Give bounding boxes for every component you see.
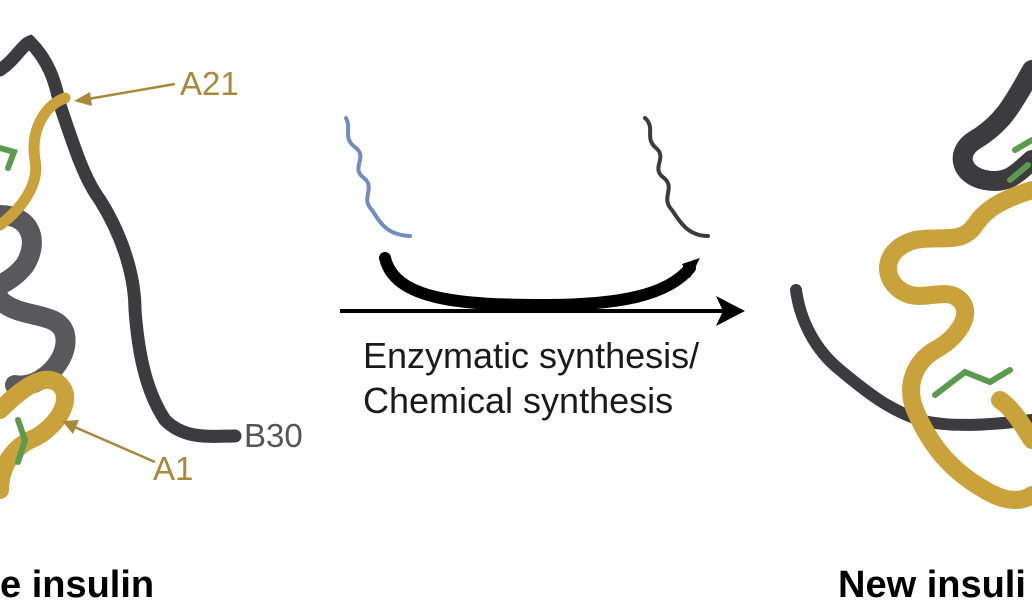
left-disulfide-bond	[15, 417, 29, 465]
right-insulin-structure: New insuli	[790, 60, 1032, 606]
right-a-chain	[879, 181, 1032, 509]
left-insulin-structure: A21 A1 B30 e insulin	[0, 34, 303, 606]
a21-pointer	[81, 82, 176, 102]
right-disulfide-bond	[1012, 137, 1032, 153]
right-a-chain-loop	[991, 391, 1032, 449]
left-disulfide-bond	[0, 145, 18, 171]
right-disulfide-bond	[1007, 162, 1031, 183]
label-b30: B30	[244, 417, 303, 454]
method-label-line2: Chemical synthesis	[363, 380, 673, 421]
left-a-chain	[0, 92, 71, 231]
right-b-chain-tail	[790, 284, 1032, 431]
left-a-chain-helix	[0, 370, 75, 499]
peptide-fragment-gray	[643, 116, 710, 238]
curved-arrow	[379, 252, 696, 312]
method-label-line1: Enzymatic synthesis/	[363, 335, 699, 376]
left-b-chain	[0, 34, 242, 443]
a1-pointer-head	[62, 420, 79, 434]
peptide-fragment-blue	[344, 116, 412, 238]
curved-arrow-head	[682, 258, 700, 278]
a1-pointer	[69, 423, 156, 464]
right-b-chain	[952, 60, 1032, 191]
left-b-chain-helix	[0, 205, 76, 396]
label-a1: A1	[153, 450, 193, 487]
reaction-scheme: Enzymatic synthesis/ Chemical synthesis	[340, 116, 745, 421]
right-disulfide-bond	[932, 367, 1013, 398]
a21-pointer-head	[74, 92, 92, 106]
label-a21: A21	[180, 65, 239, 102]
left-caption: e insulin	[0, 564, 154, 606]
right-caption: New insuli	[838, 564, 1026, 606]
reaction-arrow-head	[716, 296, 745, 326]
